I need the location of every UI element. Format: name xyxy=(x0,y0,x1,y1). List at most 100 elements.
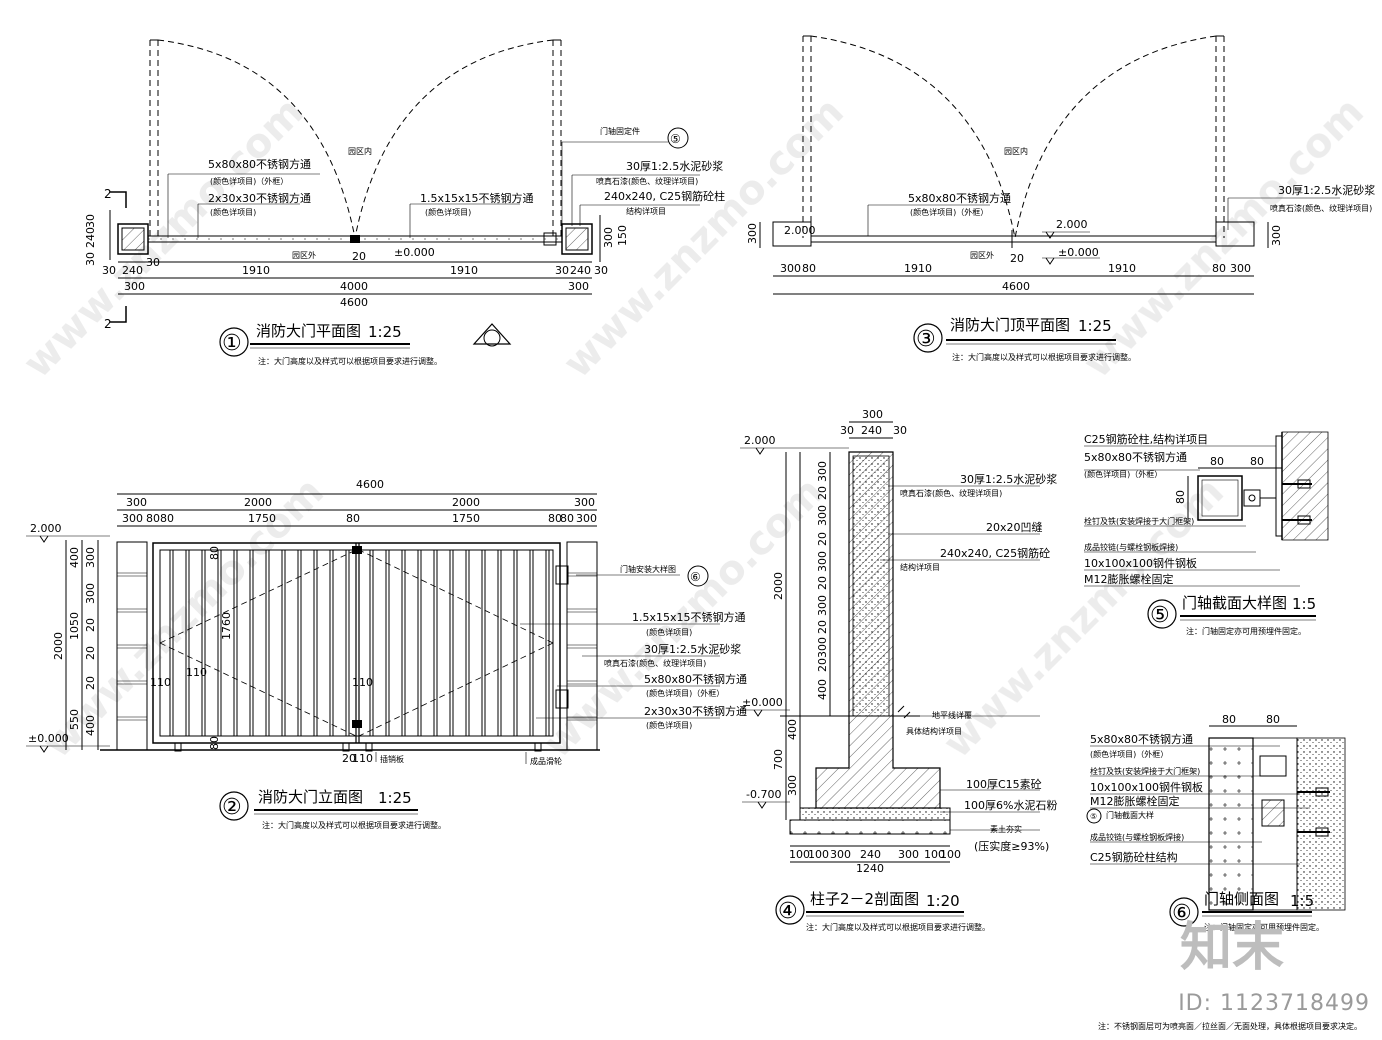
detail5-title: 门轴截面大样图 xyxy=(1182,594,1287,612)
section-label-2: 喷真石漆(颜色、纹理详项目) xyxy=(900,488,1002,498)
section-elev-base: -0.700 xyxy=(746,788,781,801)
section-left-400b: 400 xyxy=(816,679,829,700)
detail6-callout: ⑤ xyxy=(1090,812,1097,821)
plan-dim-total: 4600 xyxy=(340,296,368,309)
detail6-label-2: (颜色详项目)（外框） xyxy=(1090,749,1168,759)
plan-callout-detail: ⑤ xyxy=(670,132,681,146)
section-label-3: 20x20凹缝 xyxy=(986,520,1043,534)
section-bottom-7: 100 xyxy=(940,848,961,861)
plan-right-dim-1: 300 xyxy=(602,227,615,248)
detail6-drawing: 80 80 5x80x80不锈钢方通 (颜色详项目)（外框） 栓钉及铁(安装焊接… xyxy=(1086,713,1346,932)
elev-dim2-b: 80 xyxy=(146,512,160,525)
plan-dim-d: 1910 xyxy=(242,264,270,277)
plan-dim-row2-b: 4000 xyxy=(340,280,368,293)
plan-dim-c: 30 xyxy=(146,256,160,269)
elev-left-300b: 300 xyxy=(84,583,97,604)
elev-bottom-110: 110 xyxy=(352,752,373,765)
section-title-num: ④ xyxy=(778,899,798,924)
elev-dim2-g: 80 xyxy=(548,512,562,525)
section-label-11: (压实度≥93%) xyxy=(974,839,1049,853)
top-plan-elev-top-left: 2.000 xyxy=(784,224,816,237)
section-left-2000: 2000 xyxy=(772,572,785,600)
top-plan-title: 消防大门顶平面图 xyxy=(950,316,1070,334)
section-label-9: 100厚6%水泥石粉 xyxy=(964,799,1057,812)
section-drawing: 300 30 240 30 2.000 ±0.000 -0.700 2000 4… xyxy=(738,408,1057,932)
detail5-dim-3: 80 xyxy=(1174,490,1187,504)
elev-dim2-e: 80 xyxy=(346,512,360,525)
section-top-300: 300 xyxy=(862,408,883,421)
plan-label-4: (颜色详项目) xyxy=(210,207,256,217)
elev-left-550: 550 xyxy=(68,709,81,730)
elev-label-1: 门轴安装大样图 xyxy=(620,564,676,574)
section-label-6: 地平线详覆 xyxy=(932,710,972,720)
top-plan-side-dim: 300 xyxy=(746,223,759,244)
plan-dim-i: 30 xyxy=(594,264,608,277)
section-left-20a: 20 xyxy=(816,486,829,500)
elev-label-6: 5x80x80不锈钢方通 xyxy=(644,672,747,686)
elev-bottom-20: 20 xyxy=(342,752,356,765)
top-plan-dim-4: 20 xyxy=(1010,252,1024,265)
elev-label-3: (颜色详项目) xyxy=(646,627,692,637)
detail6-label-4: 10x100x100钢件钢板 xyxy=(1090,780,1203,794)
top-plan-yard-out: 园区外 xyxy=(970,250,994,260)
drawing-id-label: ID: 1123718499 xyxy=(1178,991,1370,1016)
elev-inner-80a: 80 xyxy=(208,546,221,560)
elev-label-10: 插销板 xyxy=(380,754,404,764)
elev-label-7: (颜色详项目)（外框） xyxy=(646,688,724,698)
elev-dim1-d: 300 xyxy=(574,496,595,509)
top-plan-drawing: 2.000 300 2.000 ±0.000 园区内 园区外 300 5x80x… xyxy=(746,35,1375,362)
section-left-300c: 300 xyxy=(816,551,829,572)
section-left-20b: 20 xyxy=(816,532,829,546)
plan-dim-a: 30 xyxy=(102,264,116,277)
plan-scale: 1:25 xyxy=(368,323,402,341)
elev-dim1-c: 2000 xyxy=(452,496,480,509)
plan-label-10: 结构详项目 xyxy=(626,206,666,216)
top-plan-label-3: 30厚1:2.5水泥砂浆 xyxy=(1278,183,1375,197)
section-label-8: 100厚C15素砼 xyxy=(966,778,1042,791)
section-left-300a: 300 xyxy=(816,461,829,482)
plan-elev-label: ±0.000 xyxy=(394,246,435,259)
elev-label-5: 喷真石漆(颜色、纹理详项目) xyxy=(604,658,706,668)
plan-side-dim-3: 30 xyxy=(84,252,97,266)
plan-label-7: 30厚1:2.5水泥砂浆 xyxy=(626,159,723,173)
top-plan-dim-6: 80 xyxy=(1212,262,1226,275)
top-plan-title-num: ③ xyxy=(916,327,936,352)
detail6-label-1: 5x80x80不锈钢方通 xyxy=(1090,732,1193,746)
elev-left-20b: 20 xyxy=(84,646,97,660)
elev-title-num: ② xyxy=(222,795,242,820)
elevation-drawing: 4600 300 2000 2000 300 300 80 80 1750 80… xyxy=(26,478,747,830)
section-left-300d: 300 xyxy=(816,595,829,616)
plan-dim-row2-a: 300 xyxy=(124,280,145,293)
elev-dim2-a: 300 xyxy=(122,512,143,525)
section-elev-top: 2.000 xyxy=(744,434,776,447)
elev-inner-110: 110 xyxy=(186,666,207,679)
top-plan-dim-2: 80 xyxy=(802,262,816,275)
section-top-30a: 30 xyxy=(840,424,854,437)
watermark-text-1: www.znzmo.com xyxy=(15,89,313,387)
plan-label-2: (颜色详项目)（外框） xyxy=(210,176,288,186)
detail5-label-3: (颜色详项目)（外框） xyxy=(1084,469,1162,479)
elev-label-2: 1.5x15x15不锈钢方通 xyxy=(632,610,746,624)
section-label-5: 结构详项目 xyxy=(900,562,940,572)
top-plan-elev-zero: ±0.000 xyxy=(1058,246,1099,259)
top-plan-dim-3: 1910 xyxy=(904,262,932,275)
top-plan-dim-5: 1910 xyxy=(1108,262,1136,275)
elev-left-elev-top: 2.000 xyxy=(30,522,62,535)
elev-label-9: (颜色详项目) xyxy=(646,720,692,730)
plan-dim-g: 30 xyxy=(555,264,569,277)
detail5-note: 注：门轴固定亦可用预埋件固定。 xyxy=(1186,626,1306,636)
detail5-label-1: C25钢筋砼柱,结构详项目 xyxy=(1084,432,1208,446)
section-left-300b: 300 xyxy=(816,505,829,526)
detail6-label-7: 成品铰链(与螺栓钢板焊接) xyxy=(1090,832,1184,842)
plan-label-9: 240x240, C25钢筋砼柱 xyxy=(604,189,725,203)
top-plan-scale: 1:25 xyxy=(1078,317,1112,335)
plan-dim-row2-c: 300 xyxy=(568,280,589,293)
elev-inner-80b: 80 xyxy=(208,736,221,750)
elev-label-4: 30厚1:2.5水泥砂浆 xyxy=(644,642,741,656)
section-note: 注：大门高度以及样式可以根据项目要求进行调整。 xyxy=(806,922,990,932)
section-left-700: 700 xyxy=(772,749,785,770)
top-plan-dim-7: 300 xyxy=(1230,262,1251,275)
section-bottom-2: 100 xyxy=(808,848,829,861)
